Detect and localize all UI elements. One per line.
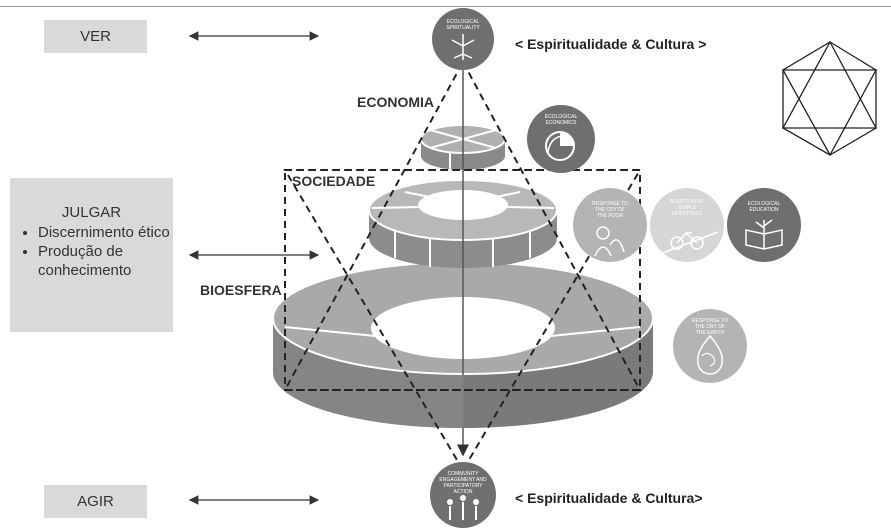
- svg-text:THE CRY OF: THE CRY OF: [595, 207, 625, 213]
- svg-text:PARTICIPATORY: PARTICIPATORY: [444, 483, 484, 489]
- agir-box: AGIR: [44, 485, 147, 518]
- top-rule: [0, 6, 891, 7]
- julgar-point: Produção de conhecimento: [38, 242, 173, 280]
- agir-label: AGIR: [77, 493, 114, 510]
- badge-text: ECOLOGICAL: [447, 19, 480, 25]
- svg-text:RESPONSE TO: RESPONSE TO: [692, 318, 728, 324]
- simple-lifestyles-badge: ADOPTION OF SIMPLE LIFESTYLES: [650, 188, 724, 262]
- svg-text:SIMPLE: SIMPLE: [678, 205, 697, 211]
- svg-text:THE CRY OF: THE CRY OF: [695, 324, 725, 330]
- economia-label: ECONOMIA: [357, 94, 434, 110]
- cry-of-poor-badge: RESPONSE TO THE CRY OF THE POOR: [573, 188, 647, 262]
- ecological-education-badge: ECOLOGICAL EDUCATION: [727, 188, 801, 262]
- julgar-label: JULGAR: [61, 204, 122, 221]
- ver-box: VER: [44, 20, 147, 53]
- svg-text:ECOLOGICAL: ECOLOGICAL: [545, 114, 578, 120]
- spirituality-bottom-label: < Espiritualidade & Cultura>: [515, 490, 703, 506]
- svg-text:ACTION: ACTION: [454, 489, 473, 495]
- julgar-box: JULGAR Discernimento ético Produção de c…: [10, 178, 173, 332]
- svg-text:ENGAGEMENT AND: ENGAGEMENT AND: [439, 477, 487, 483]
- dashed-hexagram: [283, 59, 642, 472]
- cry-of-earth-badge: RESPONSE TO THE CRY OF THE EARTH: [673, 309, 747, 383]
- svg-text:COMMUNITY: COMMUNITY: [448, 471, 479, 477]
- community-engagement-badge: COMMUNITY ENGAGEMENT AND PARTICIPATORY A…: [430, 462, 496, 528]
- badge-text: SPIRITUALITY: [446, 25, 480, 31]
- julgar-points: Discernimento ético Produção de conhecim…: [10, 223, 173, 280]
- ver-label: VER: [80, 28, 111, 45]
- spirituality-top-badge: ECOLOGICAL SPIRITUALITY: [432, 8, 494, 70]
- julgar-point: Discernimento ético: [38, 223, 173, 242]
- svg-text:THE EARTH: THE EARTH: [696, 330, 725, 336]
- svg-text:ECOLOGICAL: ECOLOGICAL: [748, 201, 781, 207]
- svg-text:EDUCATION: EDUCATION: [749, 207, 778, 213]
- spirituality-top-label: < Espiritualidade & Cultura >: [515, 36, 707, 52]
- svg-text:RESPONSE TO: RESPONSE TO: [592, 201, 628, 207]
- economics-badge: ECOLOGICAL ECONOMICS: [527, 105, 595, 173]
- biosfera-label: BIOESFERA: [200, 282, 282, 298]
- svg-text:LIFESTYLES: LIFESTYLES: [672, 211, 702, 217]
- svg-text:ECONOMICS: ECONOMICS: [546, 120, 578, 126]
- sociedade-label: SOCIEDADE: [292, 173, 376, 189]
- svg-text:THE POOR: THE POOR: [597, 213, 624, 219]
- svg-text:ADOPTION OF: ADOPTION OF: [670, 199, 704, 205]
- hexagram-icon: [781, 40, 878, 157]
